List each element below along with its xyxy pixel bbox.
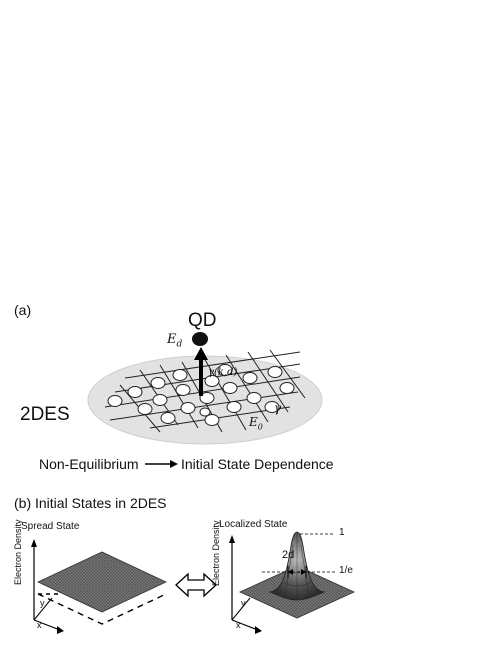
localized-x-label: x (236, 620, 241, 630)
2des-label: 2DES (20, 404, 70, 425)
localized-axes (231, 540, 259, 631)
double-arrow-icon (175, 572, 217, 598)
width-label: 2d (282, 549, 295, 561)
spread-y-axis (33, 597, 53, 621)
localized-z-arrowhead (229, 535, 235, 543)
2des-energy-label: E0 (249, 415, 263, 432)
lattice-sites (107, 364, 295, 426)
localized-y-label: y (241, 598, 246, 608)
spread-x-label: x (37, 620, 42, 630)
spread-x-arrowhead (57, 626, 64, 634)
peak-mesh (282, 533, 312, 600)
spread-axes (33, 544, 61, 631)
caption-arrowhead (170, 460, 178, 468)
coupling-label: γ(k,d) (208, 367, 238, 378)
panel-a-label: (a) (14, 302, 32, 318)
qd-label: QD (188, 310, 217, 331)
hopping-label: γ (274, 401, 282, 415)
width-arrow-left (288, 569, 293, 575)
caption-initial-state-dependence: Initial State Dependence (181, 456, 334, 472)
localized-y-axis (231, 597, 251, 621)
spread-state-title: Spread State (21, 521, 80, 532)
localized-x-arrowhead (255, 626, 262, 634)
qd-dot (192, 332, 208, 346)
qd-energy-label: Ed (167, 332, 183, 350)
peak-label: 1 (339, 527, 345, 538)
panel-b-title: (b) Initial States in 2DES (14, 495, 167, 511)
spread-surface (37, 551, 167, 613)
spread-ylabel: Electron Density (13, 519, 23, 585)
width-arrow-right (301, 569, 306, 575)
spread-base-plane (37, 593, 167, 625)
localized-state-title: Localized State (219, 519, 288, 530)
spread-z-arrowhead (31, 539, 37, 547)
spread-y-label: y (40, 598, 45, 608)
coupling-arrowhead (194, 347, 208, 360)
localized-ylabel: Electron Density (211, 520, 221, 586)
decay-label: 1/e (339, 565, 353, 576)
caption-non-equilibrium: Non-Equilibrium (39, 456, 139, 472)
